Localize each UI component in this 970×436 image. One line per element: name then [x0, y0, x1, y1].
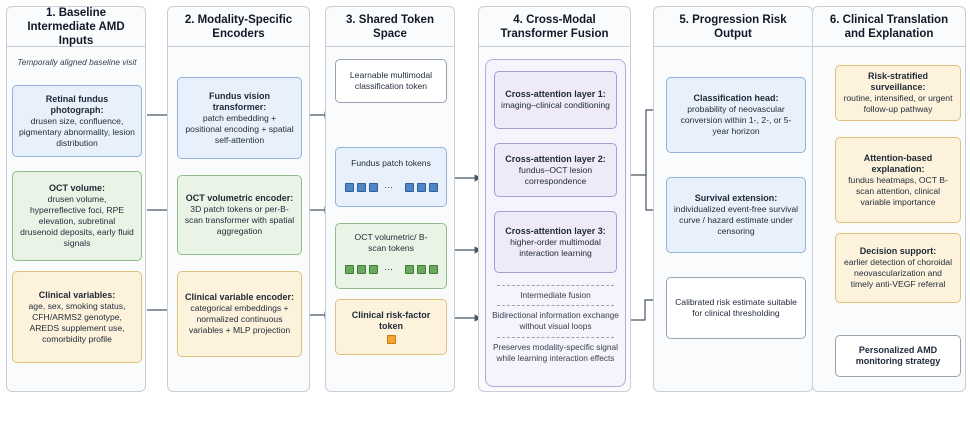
oct-tokens-label: OCT volumetric/ B-scan tokens [354, 232, 428, 253]
fundus-input-box: Retinal fundus photograph: drusen size, … [12, 85, 142, 157]
oct-token-ellipsis: ··· [384, 264, 393, 274]
clinical-input-title: Clinical variables: [38, 289, 116, 300]
layer3-title: Cross-attention layer 3: [505, 225, 606, 236]
clinical-encoder-text: categorical embeddings + normalized cont… [188, 303, 291, 335]
column-risk-output: 5. Progression Risk Output Classificatio… [653, 6, 813, 392]
fundus-token-ellipsis: ··· [384, 182, 393, 192]
column-inputs: 1. Baseline Intermediate AMD Inputs Temp… [6, 6, 146, 392]
fundus-input-text: drusen size, confluence, pigmentary abno… [19, 115, 135, 148]
oct-input-text: drusen volume, hyperreflective foci, RPE… [20, 194, 134, 248]
fusion-divider-1 [497, 285, 614, 286]
calibrated-risk-text: Calibrated risk estimate suitable for cl… [675, 297, 797, 318]
column-inputs-title: 1. Baseline Intermediate AMD Inputs [7, 7, 145, 47]
fusion-note-bidirectional: Bidirectional information exchange witho… [492, 310, 619, 331]
clinical-input-box: Clinical variables: age, sex, smoking st… [12, 271, 142, 363]
oct-token-1 [345, 265, 354, 274]
monitoring-strategy-text: Personalized AMD monitoring strategy [855, 345, 941, 366]
column-risk-output-title: 5. Progression Risk Output [654, 7, 812, 47]
cls-token-text: Learnable multimodal classification toke… [349, 70, 433, 91]
clinical-input-text: age, sex, smoking status, CFH/ARMS2 geno… [28, 300, 126, 344]
fundus-token-6 [429, 183, 438, 192]
clinical-token-box: Clinical risk-factor token [335, 299, 447, 355]
explanation-text: fundus heatmaps, OCT B-scan attention, c… [848, 174, 948, 207]
layer2-title: Cross-attention layer 2: [505, 153, 606, 164]
oct-tokens-box: OCT volumetric/ B-scan tokens [335, 223, 447, 289]
oct-token-4 [405, 265, 414, 274]
fundus-encoder-text: patch embedding + positional encoding + … [185, 112, 294, 145]
column-encoders: 2. Modality-Specific Encoders Fundus vis… [167, 6, 310, 392]
oct-encoder-title: OCT volumetric encoder: [185, 193, 294, 203]
explanation-box: Attention-based explanation: fundus heat… [835, 137, 961, 223]
fusion-note-intermediate: Intermediate fusion [520, 290, 591, 300]
clinical-token-label: Clinical risk-factor token [351, 310, 431, 331]
oct-token-2 [357, 265, 366, 274]
column-clinical-translation-title: 6. Clinical Translation and Explanation [813, 7, 965, 47]
column-encoders-title: 2. Modality-Specific Encoders [168, 7, 309, 47]
cross-attention-layer-3: Cross-attention layer 3: higher-order mu… [494, 211, 617, 273]
decision-support-text: earlier detection of choroidal neovascul… [844, 257, 952, 289]
cross-attention-layer-2: Cross-attention layer 2: fundus–OCT lesi… [494, 143, 617, 197]
fundus-tokens-label: Fundus patch tokens [351, 158, 431, 168]
fundus-token-1 [345, 183, 354, 192]
fundus-encoder-title: Fundus vision transformer: [208, 90, 270, 112]
cross-attention-layer-1: Cross-attention layer 1: imaging–clinica… [494, 71, 617, 129]
column-fusion-title: 4. Cross-Modal Transformer Fusion [479, 7, 630, 47]
decision-support-box: Decision support: earlier detection of c… [835, 233, 961, 303]
clinical-encoder-title: Clinical variable encoder: [184, 292, 295, 302]
fusion-note-preserves: Preserves modality-specific signal while… [493, 342, 618, 363]
fundus-tokens-box: Fundus patch tokens [335, 147, 447, 207]
fundus-encoder-box: Fundus vision transformer: patch embeddi… [177, 77, 302, 159]
column-token-space: 3. Shared Token Space Learnable multimod… [325, 6, 455, 392]
clinical-encoder-box: Clinical variable encoder: categorical e… [177, 271, 302, 357]
layer2-text: fundus–OCT lesion correspondence [518, 164, 593, 186]
fundus-token-5 [417, 183, 426, 192]
fundus-token-3 [369, 183, 378, 192]
oct-input-title: OCT volume: [48, 183, 105, 193]
survival-extension-title: Survival extension: [694, 193, 778, 203]
column-token-space-title: 3. Shared Token Space [326, 7, 454, 47]
oct-token-6 [429, 265, 438, 274]
oct-input-box: OCT volume: drusen volume, hyperreflecti… [12, 171, 142, 261]
decision-support-title: Decision support: [859, 246, 937, 256]
surveillance-title: Risk-stratified surveillance: [867, 71, 929, 92]
layer3-text: higher-order multimodal interaction lear… [510, 236, 601, 258]
oct-token-5 [417, 265, 426, 274]
surveillance-text: routine, intensified, or urgent follow-u… [843, 93, 953, 114]
fusion-divider-3 [497, 337, 614, 338]
calibrated-risk-box: Calibrated risk estimate suitable for cl… [666, 277, 806, 339]
oct-encoder-box: OCT volumetric encoder: 3D patch tokens … [177, 175, 302, 255]
oct-token-3 [369, 265, 378, 274]
clinical-token [387, 335, 396, 344]
classification-head-box: Classification head: probability of neov… [666, 77, 806, 153]
fundus-token-2 [357, 183, 366, 192]
fundus-token-4 [405, 183, 414, 192]
fusion-divider-2 [497, 305, 614, 306]
layer1-text: imaging–clinical conditioning [501, 100, 610, 110]
survival-extension-box: Survival extension: individualized event… [666, 177, 806, 253]
column-fusion: 4. Cross-Modal Transformer Fusion Cross-… [478, 6, 631, 392]
survival-extension-text: individualized event-free survival curve… [673, 204, 799, 236]
surveillance-box: Risk-stratified surveillance: routine, i… [835, 65, 961, 121]
inputs-note: Temporally aligned baseline visit [17, 57, 137, 67]
fundus-input-title: Retinal fundus photograph: [45, 93, 109, 115]
classification-head-text: probability of neovascular conversion wi… [680, 104, 792, 136]
explanation-title: Attention-based explanation: [863, 152, 933, 174]
oct-encoder-text: 3D patch tokens or per-B-scan transforme… [184, 204, 295, 236]
column-clinical-translation: 6. Clinical Translation and Explanation … [812, 6, 966, 392]
layer1-title: Cross-attention layer 1: [505, 89, 606, 99]
classification-head-title: Classification head: [693, 93, 779, 103]
monitoring-strategy-box: Personalized AMD monitoring strategy [835, 335, 961, 377]
cls-token-box: Learnable multimodal classification toke… [335, 59, 447, 103]
